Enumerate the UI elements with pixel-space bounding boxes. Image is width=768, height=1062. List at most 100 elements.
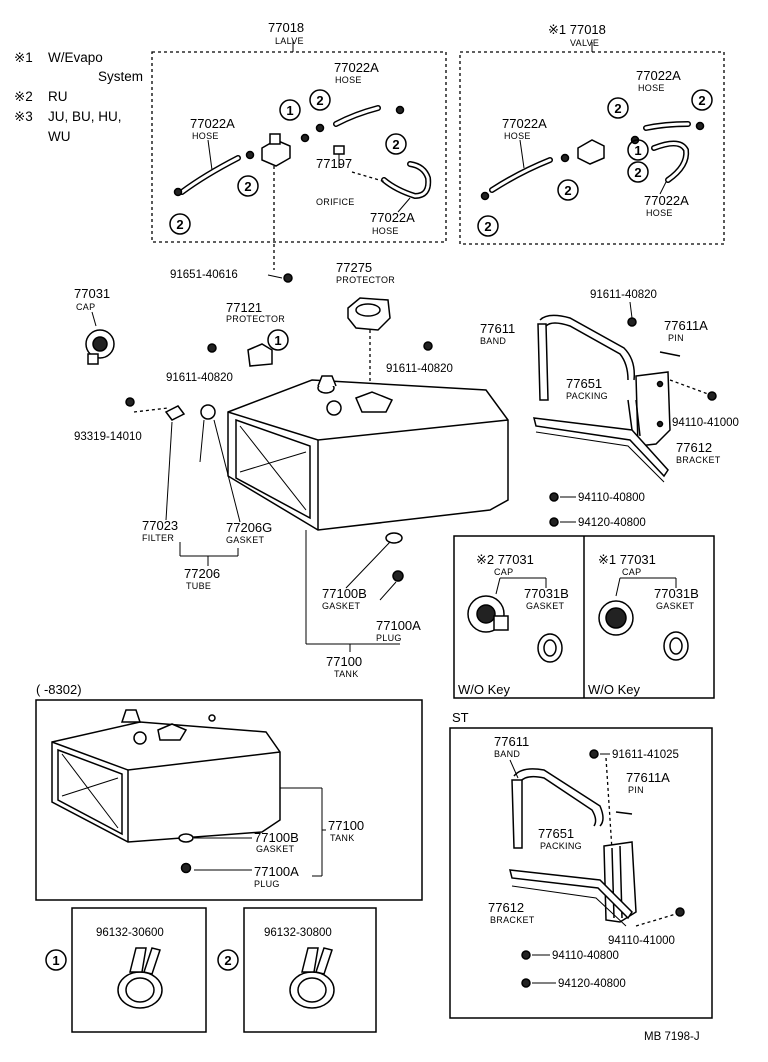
hose-label-2-number: 77022A (190, 116, 235, 131)
hose-r1-number: 77022A (636, 68, 681, 83)
cap3-number: ※1 77031 (598, 552, 656, 567)
early-tank-label: TANK (330, 833, 355, 843)
clamp-1-number: 96132-30600 (96, 927, 164, 939)
svg-text:2: 2 (392, 137, 399, 152)
note-1-text: W/Evapo (48, 50, 103, 65)
note-2-mark: ※2 (14, 89, 33, 104)
range-label: ( -8302) (36, 682, 82, 697)
tank-label: TANK (334, 669, 359, 679)
filter-label: FILTER (142, 533, 174, 543)
st-packing-label: PACKING (540, 841, 582, 851)
svg-text:2: 2 (698, 93, 705, 108)
valve-group-left: 77018 LALVE 77022A HOSE 77022A HOSE 7719… (151, 20, 447, 270)
clamp-ref-2: 2 (385, 133, 407, 155)
bracket-label: BRACKET (676, 455, 721, 465)
clamp-ref-1: 1 (279, 99, 301, 121)
notes-legend: ※1 W/Evapo System ※2 RU ※3 JU, BU, HU, W… (14, 50, 143, 144)
protector2-number: 77121 (226, 300, 262, 315)
clamp-2-number: 96132-30800 (264, 927, 332, 939)
bolt-91611-40820-left: 91611-40820 (166, 372, 233, 384)
clamp-ref-2: 2 (627, 161, 649, 183)
early-plug-label: PLUG (254, 879, 280, 889)
cap-number: 77031 (74, 286, 110, 301)
st-band-label: BAND (494, 749, 520, 759)
st-pin-label: PIN (628, 785, 644, 795)
clamp-ref-2: 2 (477, 215, 499, 237)
svg-text:1: 1 (52, 953, 59, 968)
hose-r3-text: HOSE (646, 208, 673, 218)
svg-text:1: 1 (286, 103, 293, 118)
hose-r3-number: 77022A (644, 193, 689, 208)
st-band-number: 77611 (494, 734, 529, 749)
st-pin-number: 77611A (626, 770, 670, 785)
svg-text:2: 2 (176, 217, 183, 232)
early-tank-number: 77100 (328, 818, 364, 833)
st-packing-number: 77651 (538, 826, 574, 841)
band-label: BAND (480, 336, 506, 346)
clamp-ref-2: 2 (309, 89, 331, 111)
tank-gasket-number: 77100B (322, 586, 367, 601)
nut-94120-40800: 94120-40800 (578, 517, 646, 529)
protector2-label: PROTECTOR (226, 314, 285, 324)
svg-text:2: 2 (614, 101, 621, 116)
pin-number: 77611A (664, 318, 708, 333)
early-plug-number: 77100A (254, 864, 299, 879)
protector-label: PROTECTOR (336, 275, 395, 285)
diagram-reference-code: MB 7198-J (644, 1031, 700, 1043)
svg-text:2: 2 (484, 219, 491, 234)
valve-right-label: VALVE (570, 38, 599, 48)
clamp-ref-2: 2 (557, 179, 579, 201)
valve-box-left (151, 51, 447, 243)
svg-text:1: 1 (274, 333, 281, 348)
tank-gasket-label: GASKET (322, 601, 361, 611)
packing-label: PACKING (566, 391, 608, 401)
tank-plug-label: PLUG (376, 633, 402, 643)
cap2-label: CAP (494, 567, 513, 577)
clamp-legend-ref-1: 1 (45, 949, 67, 971)
hose-label-1-text: HOSE (335, 75, 362, 85)
svg-text:2: 2 (564, 183, 571, 198)
filter-number: 77023 (142, 518, 178, 533)
valve-group-right: ※1 77018 VALVE 77022A HOSE 77022A HOSE 7… (459, 22, 725, 245)
clamp-ref-2: 2 (607, 97, 629, 119)
gasket-g-label: GASKET (226, 535, 265, 545)
tank-number: 77100 (326, 654, 362, 669)
clamp-ref-1: 1 (627, 139, 649, 161)
screw-93319-number: 93319-14010 (74, 431, 142, 443)
early-gasket-number: 77100B (254, 830, 299, 845)
bolt-91651-number: 91651-40616 (170, 269, 238, 281)
hose-label-2-text: HOSE (192, 131, 219, 141)
wo-key-left: W/O Key (458, 682, 511, 697)
st-nut-94110-40800: 94110-40800 (552, 950, 619, 962)
svg-text:1: 1 (634, 143, 641, 158)
bolt-91611-41025: 91611-41025 (612, 749, 679, 761)
note-3-text: JU, BU, HU, (48, 109, 122, 124)
cap-label: CAP (76, 302, 95, 312)
note-3-text2: WU (48, 129, 71, 144)
orifice-number: 77197 (316, 156, 352, 171)
st-band-bracket-box: ST 77611 BAND 91611-41025 77611A PIN 776… (449, 710, 713, 1019)
early-tank-box: ( -8302) 77100B GASKET 77100A PLUG 77100… (35, 682, 423, 901)
valve-left-label: LALVE (275, 36, 304, 46)
pin-label: PIN (668, 333, 684, 343)
valve-right-number: ※1 77018 (548, 22, 606, 37)
main-tank-assembly: 91651-40616 77275 PROTECTOR 91611-40820 … (74, 260, 509, 679)
hose-label-3-number: 77022A (370, 210, 415, 225)
band-number: 77611 (480, 321, 515, 336)
note-3-mark: ※3 (14, 109, 33, 124)
st-nut-94120-40800: 94120-40800 (558, 978, 626, 990)
tube-label: TUBE (186, 581, 211, 591)
hose-r2-number: 77022A (502, 116, 547, 131)
hose-r1-text: HOSE (638, 83, 665, 93)
nut-94110-40800: 94110-40800 (578, 492, 645, 504)
orifice-label: ORIFICE (316, 197, 355, 207)
wo-key-right: W/O Key (588, 682, 641, 697)
note-1-mark: ※1 (14, 50, 33, 65)
cap-variant-boxes: ※2 77031 CAP 77031B GASKET W/O Key ※1 77… (453, 535, 715, 699)
clamp-legend-ref-2: 2 (217, 949, 239, 971)
bracket-number: 77612 (676, 440, 712, 455)
clamp-ref-1: 1 (267, 329, 289, 351)
st-nut-94110-41000: 94110-41000 (608, 935, 675, 947)
cap-gasket-3-label: GASKET (656, 601, 695, 611)
